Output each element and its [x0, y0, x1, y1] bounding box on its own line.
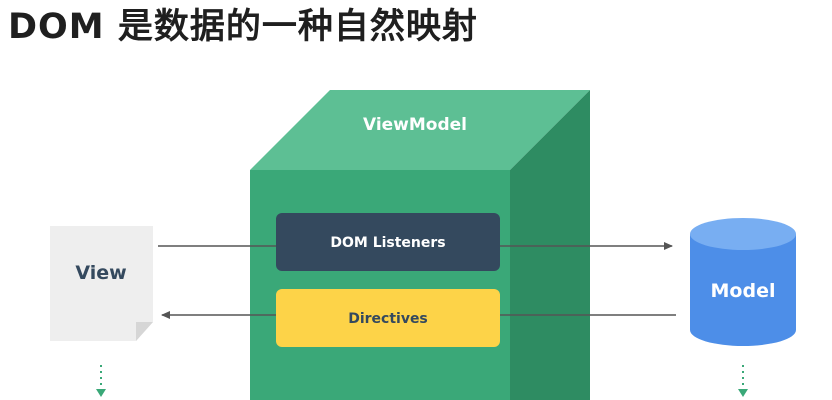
model-cylinder-top	[690, 218, 796, 250]
view-page-corner	[136, 322, 153, 341]
model-down-dotted-arrow	[738, 365, 748, 397]
view-page-shape	[50, 226, 153, 341]
view-label: View	[75, 262, 126, 284]
dom-listeners-box: DOM Listeners	[276, 213, 500, 271]
cube-top-face	[250, 90, 590, 170]
cube-front-face	[250, 170, 510, 400]
view-document: View	[50, 226, 153, 341]
dom-listeners-label: DOM Listeners	[330, 235, 445, 251]
page-title: DOM 是数据的一种自然映射	[8, 7, 478, 47]
model-label: Model	[711, 280, 776, 302]
viewmodel-cube: ViewModel	[250, 90, 590, 400]
viewmodel-label: ViewModel	[363, 115, 467, 135]
directives-label: Directives	[348, 311, 428, 327]
directives-box: Directives	[276, 289, 500, 347]
view-down-dotted-arrow	[96, 365, 106, 397]
cube-side-face	[510, 90, 590, 400]
model-cylinder: Model	[690, 218, 796, 346]
model-cylinder-body	[690, 234, 796, 346]
